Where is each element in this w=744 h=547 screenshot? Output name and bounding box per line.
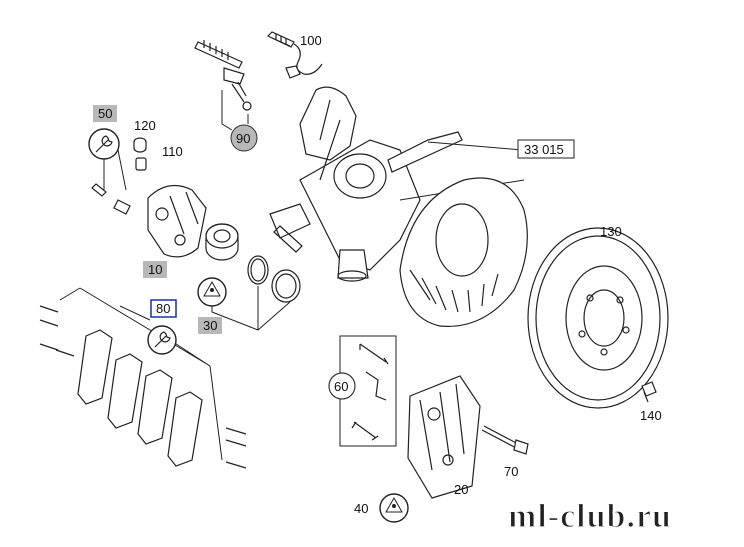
part-steering-knuckle[interactable]: [269, 86, 463, 282]
part-10-caliper[interactable]: [147, 184, 207, 258]
part-30-piston-kit[interactable]: [205, 223, 301, 303]
label-80[interactable]: 80: [156, 301, 170, 316]
part-60-hardware[interactable]: [351, 343, 389, 441]
part-140-screw[interactable]: [641, 381, 657, 403]
tool-icon: [197, 277, 227, 307]
label-33015[interactable]: 33 015: [524, 142, 564, 157]
label-30[interactable]: 30: [203, 318, 217, 333]
callout-30-box: [198, 317, 222, 334]
label-20[interactable]: 20: [454, 482, 468, 497]
part-90-spring-kit[interactable]: [194, 40, 252, 131]
part-80-brake-pads[interactable]: [39, 305, 247, 469]
part-dust-shield[interactable]: [399, 177, 528, 327]
label-40[interactable]: 40: [354, 501, 368, 516]
callout-33015-box: [517, 139, 575, 159]
part-120-cap[interactable]: [133, 137, 147, 153]
label-50[interactable]: 50: [98, 106, 112, 121]
label-110[interactable]: 110: [162, 144, 183, 159]
label-100[interactable]: 100: [300, 33, 322, 48]
tool-icon: [379, 493, 409, 523]
wrench-icon: [147, 325, 177, 355]
callout-80-box-selected: [150, 299, 177, 318]
label-130[interactable]: 130: [600, 224, 622, 239]
part-100-wear-sensor[interactable]: [266, 31, 323, 79]
part-130-brake-disc[interactable]: [527, 227, 669, 409]
part-70-bolt[interactable]: [481, 425, 529, 455]
label-120[interactable]: 120: [134, 118, 156, 133]
part-110-bolt[interactable]: [135, 157, 147, 171]
callout-50-box: [93, 105, 117, 122]
part-guide-pins[interactable]: [91, 183, 131, 215]
part-20-caliper[interactable]: [407, 375, 481, 499]
label-90[interactable]: 90: [236, 131, 250, 146]
label-70[interactable]: 70: [504, 464, 518, 479]
callout-90-badge: [230, 124, 258, 152]
watermark-text: ml-club.ru: [508, 498, 672, 535]
wrench-icon: [88, 128, 120, 160]
label-140[interactable]: 140: [640, 408, 662, 423]
label-60[interactable]: 60: [334, 379, 348, 394]
callout-10-box: [143, 261, 167, 278]
label-10[interactable]: 10: [148, 262, 162, 277]
grease-tube-icon: [328, 372, 356, 400]
